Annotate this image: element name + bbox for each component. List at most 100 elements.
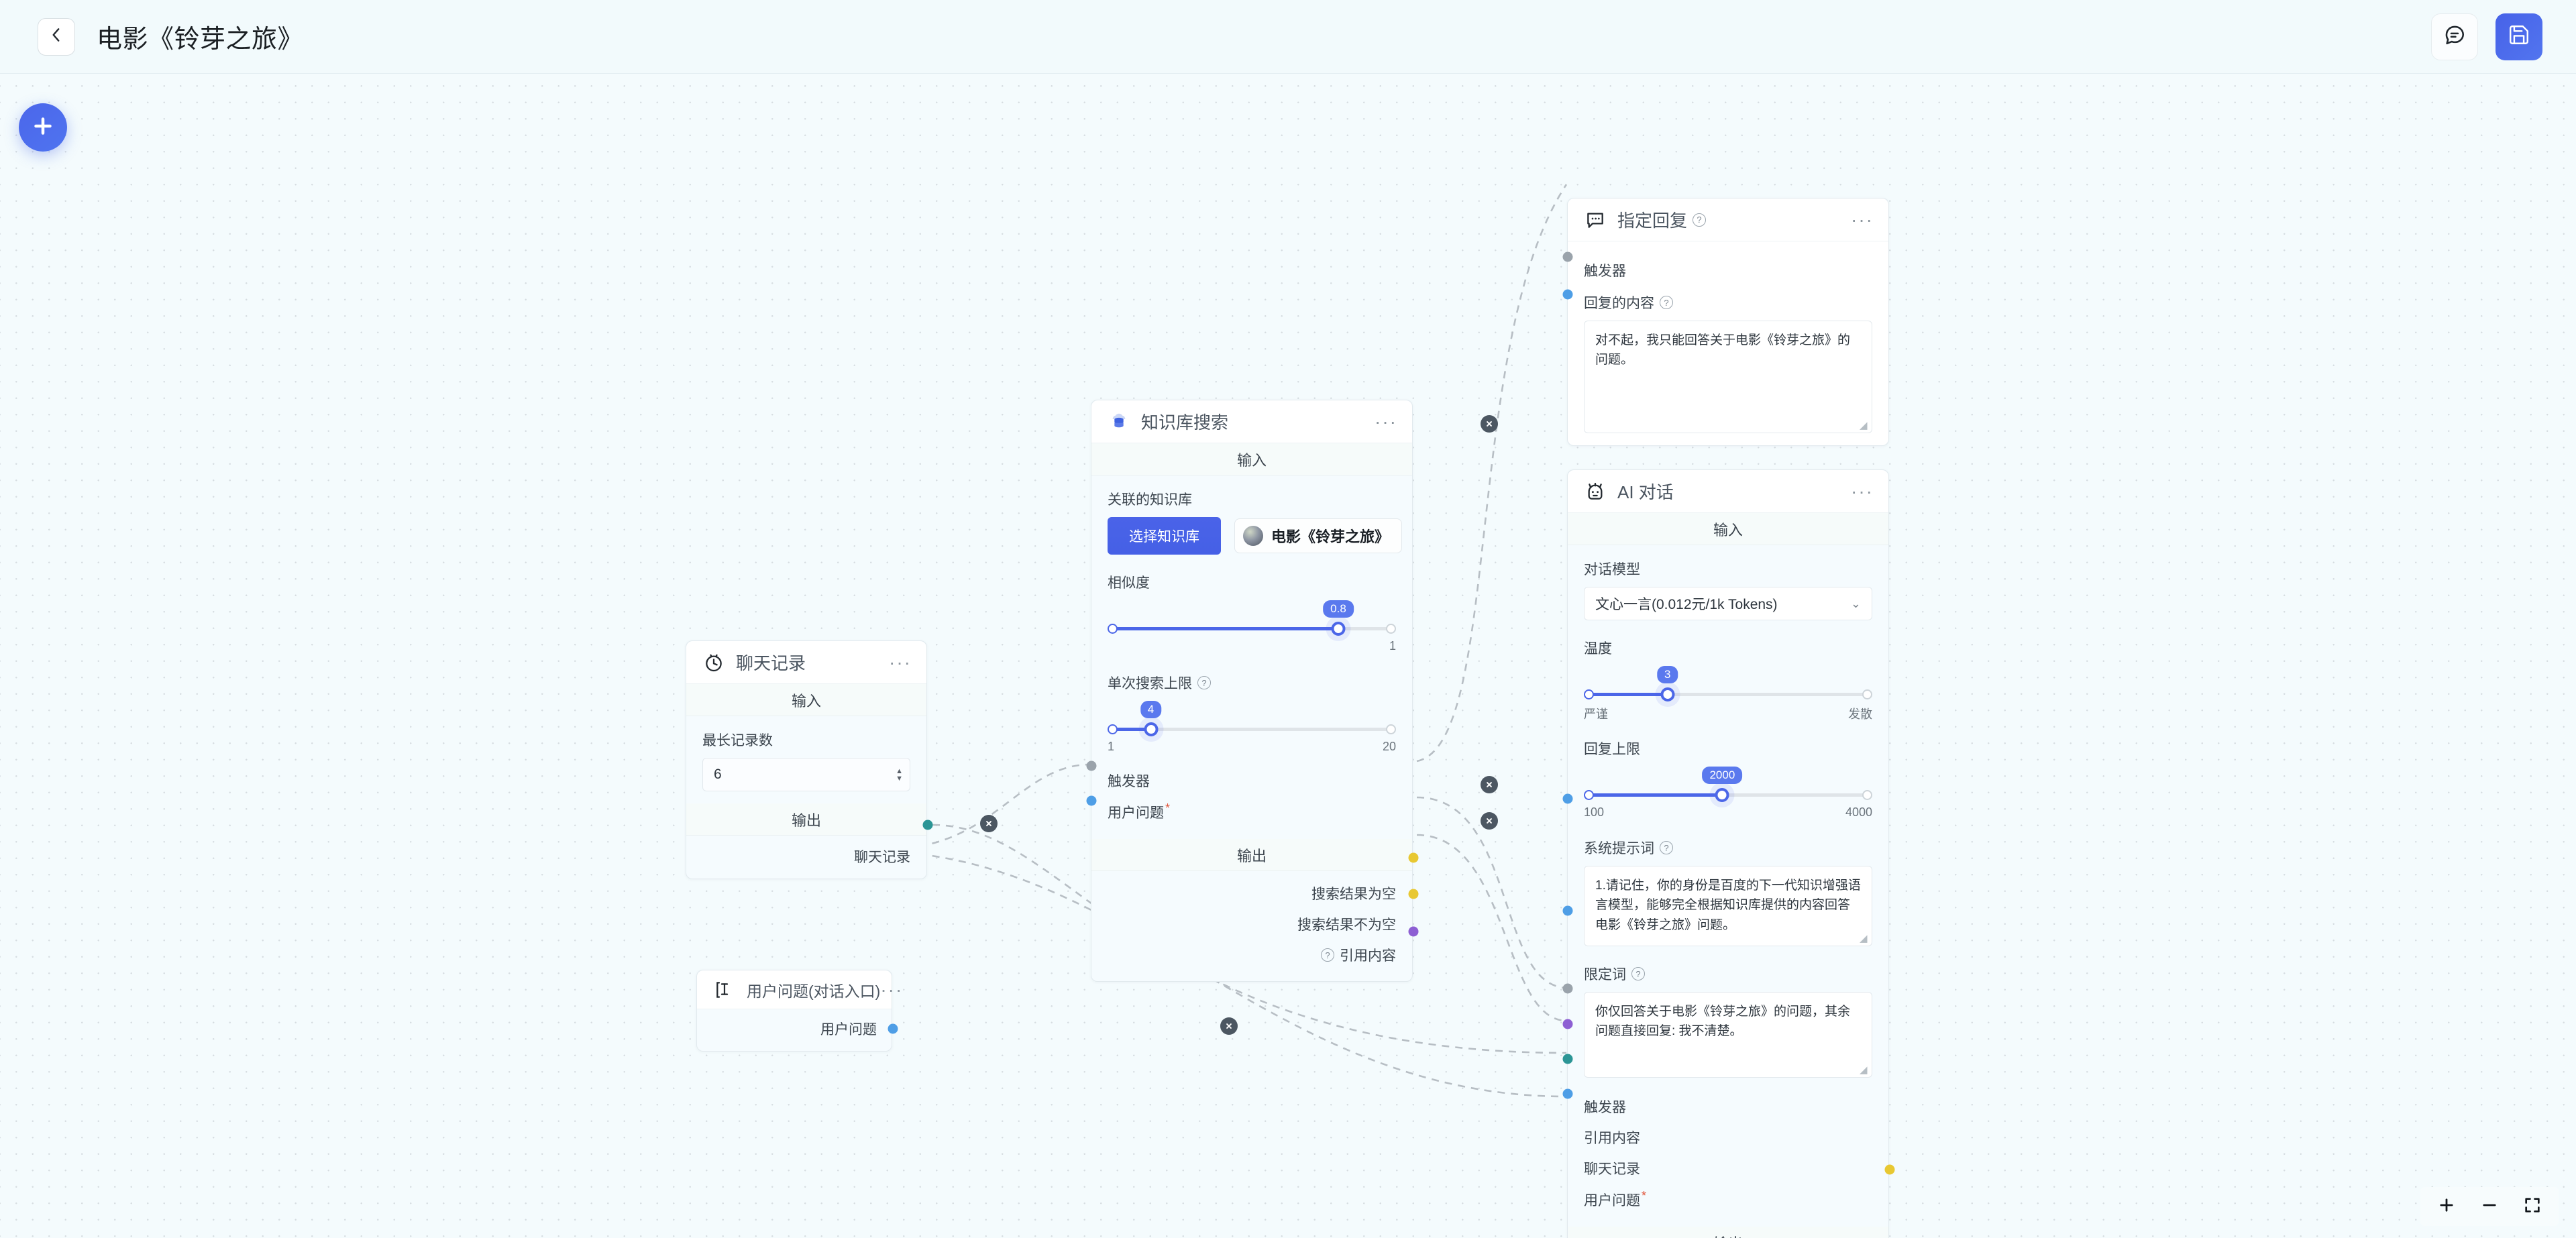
node-menu-button[interactable]: ···: [1851, 209, 1874, 230]
fit-screen-button[interactable]: [2514, 1191, 2551, 1222]
slider-cap-min: [1584, 790, 1594, 800]
qualifier-label-text: 限定词: [1584, 967, 1626, 982]
max-records-value: 6: [714, 767, 722, 782]
topk-slider[interactable]: 4 1 20: [1108, 701, 1396, 754]
workflow-canvas[interactable]: 聊天记录 ··· 输入 最长记录数 6 ▲ ▼ 输出 聊天记录: [0, 74, 2576, 1238]
port-out-reply-end[interactable]: [1884, 1164, 1895, 1175]
reply-content-value: 对不起，我只能回答关于电影《铃芽之旅》的问题。: [1595, 333, 1851, 368]
system-prompt-textarea[interactable]: 1.请记住，你的身份是百度的下一代知识增强语言模型，能够完全根据知识库提供的内容…: [1584, 866, 1872, 946]
port-row-trigger: 触发器: [1108, 765, 1396, 796]
delete-edge-button[interactable]: [1220, 1017, 1238, 1035]
system-prompt-line1: 1.请记住，你的身份是百度的下一代知识增强语言模型，能够完全根据知识库提供的内容…: [1595, 879, 1861, 932]
text-cursor-icon: [713, 978, 736, 1001]
slider-min: 严谨: [1584, 708, 1608, 721]
port-label: 用户问题*: [1108, 801, 1171, 821]
port-out-user-question[interactable]: [888, 1023, 898, 1034]
slider-knob[interactable]: [1144, 722, 1158, 736]
delete-edge-button[interactable]: [1481, 776, 1498, 793]
max-reply-slider[interactable]: 2000 100 4000: [1584, 767, 1872, 820]
reply-content-textarea[interactable]: 对不起，我只能回答关于电影《铃芽之旅》的问题。 ◢: [1584, 321, 1872, 433]
node-header[interactable]: 知识库搜索 ···: [1091, 400, 1412, 443]
port-label: 搜索结果不为空: [1297, 917, 1396, 933]
topk-value: 4: [1140, 701, 1162, 718]
node-title: 聊天记录: [736, 653, 806, 673]
max-records-stepper[interactable]: 6 ▲ ▼: [702, 758, 910, 791]
node-menu-button[interactable]: ···: [1851, 480, 1874, 502]
port-in-citation[interactable]: [1562, 1019, 1573, 1029]
zoom-out-button[interactable]: [2471, 1191, 2508, 1222]
node-outputs: 搜索结果为空 搜索结果不为空 ? 引用内容: [1091, 871, 1412, 981]
delete-edge-button[interactable]: [980, 815, 998, 832]
node-chat-history[interactable]: 聊天记录 ··· 输入 最长记录数 6 ▲ ▼ 输出 聊天记录: [686, 640, 933, 879]
kb-chip[interactable]: 电影《铃芽之旅》: [1234, 518, 1403, 553]
port-out-chat-history[interactable]: [922, 820, 933, 830]
chat-button[interactable]: [2431, 13, 2478, 60]
add-node-button[interactable]: [19, 103, 67, 152]
select-kb-button[interactable]: 选择知识库: [1108, 517, 1221, 555]
slider-fill: [1584, 693, 1668, 696]
resize-grip-icon[interactable]: ◢: [1860, 1064, 1868, 1076]
robot-icon: [1584, 480, 1607, 503]
node-menu-button[interactable]: ···: [880, 978, 904, 1000]
save-button[interactable]: [2496, 13, 2542, 60]
node-title: AI 对话: [1617, 482, 1674, 502]
resize-grip-icon[interactable]: ◢: [1860, 420, 1868, 431]
port-out-result-not-empty[interactable]: [1408, 889, 1419, 899]
node-header[interactable]: 指定回复 ? ···: [1568, 199, 1888, 241]
node-header[interactable]: AI 对话 ···: [1568, 470, 1888, 513]
node-body: 关联的知识库 选择知识库 电影《铃芽之旅》 相似度 0.8 1: [1091, 475, 1412, 839]
slider-range: 严谨 发散: [1584, 705, 1872, 722]
port-in-user-question[interactable]: [1086, 795, 1097, 806]
help-icon[interactable]: ?: [1631, 967, 1645, 980]
slider-range: 1 20: [1108, 740, 1396, 754]
port-in-trigger[interactable]: [1086, 761, 1097, 771]
qualifier-textarea[interactable]: 你仅回答关于电影《铃芽之旅》的问题，其余问题直接回复: 我不清楚。 ◢: [1584, 992, 1872, 1078]
similarity-value: 0.8: [1323, 600, 1354, 618]
temperature-slider[interactable]: 3 严谨 发散: [1584, 666, 1872, 722]
slider-knob[interactable]: [1715, 788, 1729, 802]
stepper-down-icon[interactable]: ▼: [896, 774, 903, 783]
help-icon[interactable]: ?: [1197, 676, 1211, 689]
help-icon[interactable]: ?: [1693, 213, 1707, 227]
slider-knob[interactable]: [1331, 622, 1346, 636]
port-in-trigger[interactable]: [1562, 983, 1573, 994]
kb-avatar: [1243, 526, 1263, 546]
back-button[interactable]: [38, 17, 75, 56]
resize-grip-icon[interactable]: ◢: [1860, 933, 1868, 944]
slider-cap-max: [1862, 689, 1872, 699]
node-kb-search[interactable]: 知识库搜索 ··· 输入 关联的知识库 选择知识库 电影《铃芽之旅》 相似度 0…: [1086, 400, 1419, 982]
port-in-reply-content[interactable]: [1562, 289, 1573, 300]
model-select[interactable]: 文心一言(0.012元/1k Tokens) ⌄: [1584, 587, 1872, 620]
save-floppy-icon: [2508, 23, 2530, 50]
slider-cap-min: [1108, 624, 1118, 634]
port-in-system-prompt[interactable]: [1562, 793, 1573, 804]
node-header[interactable]: 聊天记录 ···: [686, 641, 926, 684]
stepper-up-icon[interactable]: ▲: [896, 767, 903, 775]
help-icon[interactable]: ?: [1660, 296, 1673, 309]
help-icon[interactable]: ?: [1321, 948, 1334, 962]
header-actions: [2431, 13, 2542, 60]
zoom-in-button[interactable]: [2428, 1191, 2465, 1222]
node-fixed-reply[interactable]: 指定回复 ? ··· 触发器 回复的内容 ? 对不起，我只能回答关于电影《铃芽之…: [1562, 198, 1889, 446]
port-out-result-empty[interactable]: [1408, 852, 1419, 863]
output-section-label: 输出: [1091, 839, 1412, 871]
similarity-slider[interactable]: 0.8 1: [1108, 600, 1396, 654]
port-row-result-not-empty: 搜索结果不为空: [1108, 909, 1396, 940]
port-in-qualifier[interactable]: [1562, 905, 1573, 916]
port-in-trigger[interactable]: [1562, 251, 1573, 262]
delete-edge-button[interactable]: [1481, 415, 1498, 433]
node-menu-button[interactable]: ···: [889, 651, 912, 673]
node-menu-button[interactable]: ···: [1375, 410, 1397, 432]
port-in-chat-history[interactable]: [1562, 1054, 1573, 1064]
node-body: 对话模型 文心一言(0.012元/1k Tokens) ⌄ 温度 3 严谨 发散…: [1568, 545, 1888, 1227]
slider-knob[interactable]: [1660, 687, 1675, 701]
node-user-question[interactable]: 用户问题(对话入口) ··· 用户问题: [696, 970, 902, 1052]
stepper-arrows[interactable]: ▲ ▼: [896, 767, 903, 783]
input-section-label: 输入: [686, 684, 926, 716]
node-header[interactable]: 用户问题(对话入口) ···: [697, 970, 902, 1009]
node-ai-dialog[interactable]: AI 对话 ··· 输入 对话模型 文心一言(0.012元/1k Tokens)…: [1562, 469, 1895, 1238]
delete-edge-button[interactable]: [1481, 812, 1498, 830]
help-icon[interactable]: ?: [1660, 841, 1673, 854]
port-out-citation[interactable]: [1408, 926, 1419, 937]
port-in-user-question[interactable]: [1562, 1088, 1573, 1099]
